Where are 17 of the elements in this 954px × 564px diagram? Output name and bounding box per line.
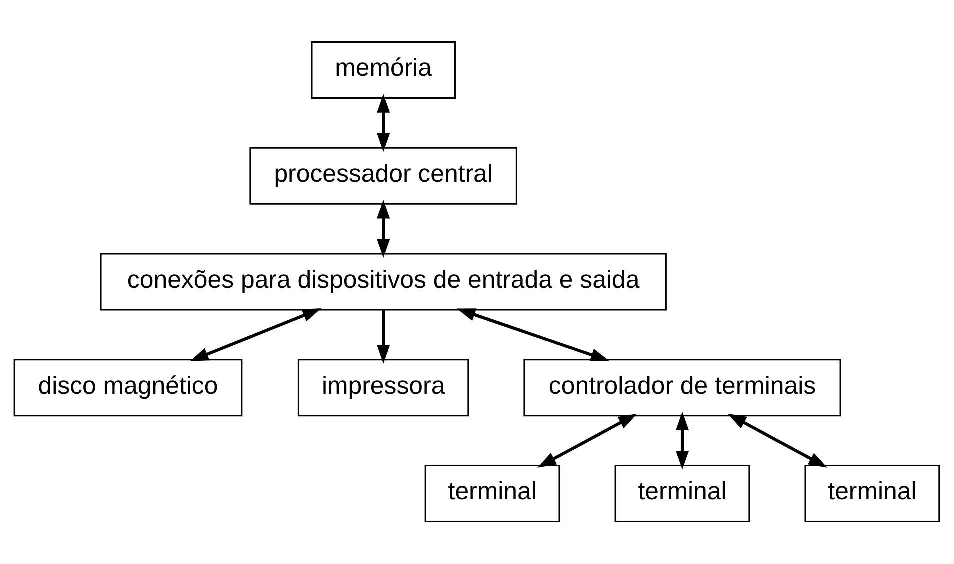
arrow bbox=[190, 308, 322, 362]
node-box: conexões para dispositivos de entrada e saida bbox=[100, 253, 667, 311]
node-box: disco magnético bbox=[14, 359, 243, 417]
node-box: memória bbox=[311, 41, 456, 100]
node-box: impressora bbox=[298, 359, 470, 417]
arrow bbox=[377, 310, 390, 364]
arrow bbox=[377, 200, 390, 258]
node-box: controlador de terminais bbox=[524, 359, 842, 417]
node-box: processador central bbox=[250, 147, 518, 205]
node-box: terminal bbox=[424, 464, 560, 523]
arrow bbox=[676, 412, 690, 470]
node-box: terminal bbox=[614, 464, 750, 523]
node-box: terminal bbox=[804, 464, 940, 523]
arrow bbox=[728, 414, 828, 468]
arrow bbox=[456, 308, 610, 362]
arrow bbox=[538, 414, 638, 468]
arrow bbox=[377, 94, 390, 152]
